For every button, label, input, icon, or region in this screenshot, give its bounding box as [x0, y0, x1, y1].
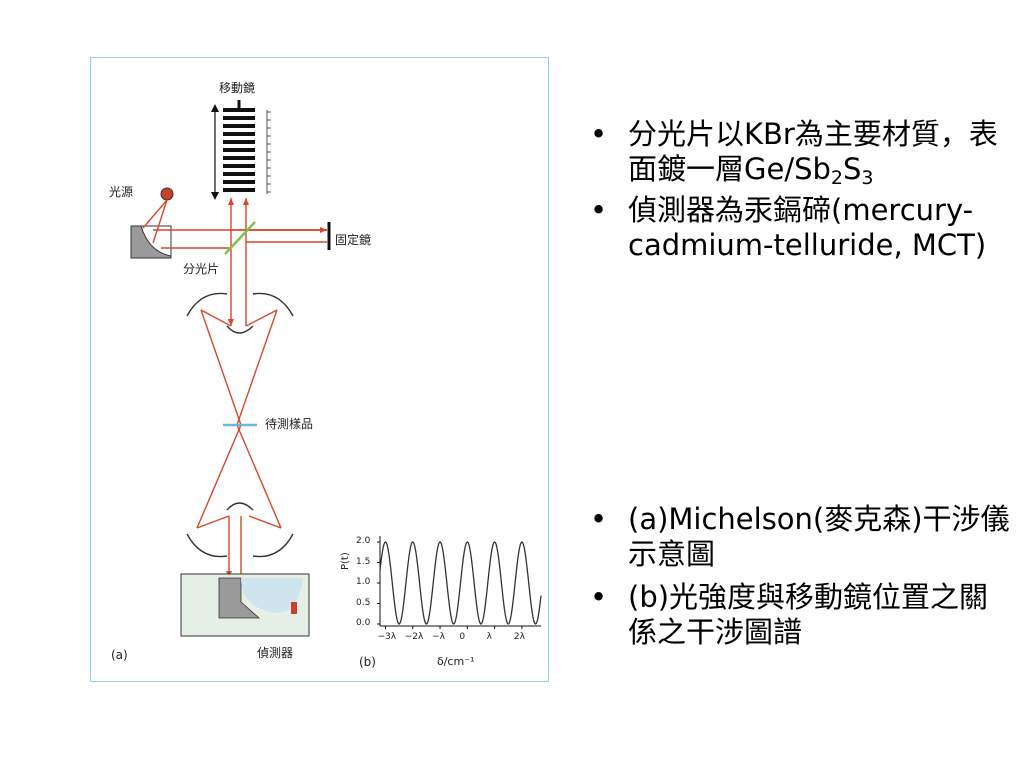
interferogram-chart: [377, 536, 542, 629]
bullet-dot: •: [590, 502, 608, 536]
label-panel-b: (b): [359, 655, 376, 669]
label-moving-mirror: 移動鏡: [219, 81, 256, 95]
bullet-dot: •: [590, 580, 608, 614]
bullet-text: 偵測器為汞鎘碲(mercury-cadmium-telluride, MCT): [628, 193, 987, 262]
light-source-dot: [160, 187, 174, 201]
light-beams: [142, 198, 327, 609]
bullets-bottom: • (a)Michelson(麥克森)干涉儀示意圖 • (b)光強度與移動鏡位置…: [590, 502, 1020, 654]
bullet-dot: •: [590, 117, 608, 151]
y-tick-label: 2.0: [356, 536, 371, 546]
bullet-item-detector: • 偵測器為汞鎘碲(mercury-cadmium-telluride, MCT…: [590, 193, 1020, 263]
figure-drawing: [130, 100, 542, 637]
lower-mirrors: [186, 502, 294, 558]
y-tick-label: 0.5: [356, 597, 371, 608]
source-mirror: [130, 225, 172, 259]
beam-splitter: [224, 221, 256, 255]
label-detector: 偵測器: [257, 646, 294, 660]
x-tick-label: −3λ: [377, 632, 397, 642]
x-tick-label: −2λ: [404, 632, 424, 642]
bullet-text: (b)光強度與移動鏡位置之關係之干涉圖譜: [628, 580, 989, 649]
bullets-top: • 分光片以KBr為主要材質，表面鍍一層Ge/Sb2S3 • 偵測器為汞鎘碲(m…: [590, 117, 1020, 267]
bullet-item-interferogram: • (b)光強度與移動鏡位置之關係之干涉圖譜: [590, 580, 1020, 650]
x-tick-label: −λ: [432, 632, 445, 642]
x-tick-label: λ: [486, 632, 492, 642]
label-fixed-mirror: 固定鏡: [335, 233, 372, 247]
bullet-text: (a)Michelson(麥克森)干涉儀示意圖: [628, 502, 1010, 571]
x-tick-label: 2λ: [513, 632, 525, 642]
label-panel-a: (a): [111, 648, 128, 662]
bullet-item-splitter: • 分光片以KBr為主要材質，表面鍍一層Ge/Sb2S3: [590, 117, 1020, 189]
chart-xlabel: δ/cm⁻¹: [437, 655, 475, 668]
y-tick-label: 0.0: [356, 618, 371, 628]
michelson-figure: 移動鏡 光源 固定鏡 分光片 待測樣品 偵測器 (a) (b) P(t) δ/c…: [90, 57, 549, 682]
upper-mirrors: [186, 292, 294, 334]
chart-ylabel: P(t): [340, 552, 351, 570]
y-tick-label: 1.0: [356, 577, 371, 587]
bullet-text: 分光片以KBr為主要材質，表面鍍一層Ge/Sb2S3: [628, 117, 998, 189]
label-sample: 待測樣品: [265, 417, 314, 431]
movement-arrow: [211, 104, 219, 200]
label-light-source: 光源: [109, 185, 134, 199]
label-beam-splitter: 分光片: [183, 262, 220, 276]
detector-box: [180, 573, 310, 637]
y-tick-label: 1.5: [356, 556, 371, 567]
bullet-dot: •: [590, 193, 608, 227]
moving-mirror: [223, 100, 271, 194]
x-tick-label: 0: [459, 632, 466, 642]
bullet-item-michelson: • (a)Michelson(麥克森)干涉儀示意圖: [590, 502, 1020, 572]
